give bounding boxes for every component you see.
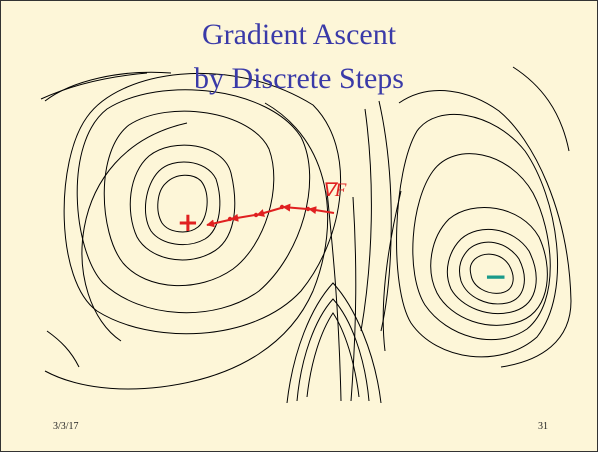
gradient-point-2 [279,204,285,210]
contour-left-2 [145,161,221,245]
contour-left-3 [129,144,236,261]
contour-left-5 [76,89,311,314]
gradient-step-1 [308,206,335,215]
contour-saddle-5 [382,190,402,352]
contour-left-4 [103,110,275,286]
contour-saddle-3 [360,108,372,332]
maximum-plus-icon: + [177,208,199,238]
contour-saddle-1 [326,190,342,402]
contour-right-5 [412,153,551,341]
slide-title-line-1: Gradient Ascent [201,18,397,51]
contour-right-6 [396,113,559,358]
contour-left-1 [157,174,208,233]
contour-bottom-3 [286,282,382,404]
gradient-label: ∇F [322,180,347,201]
gradient-step-4 [230,213,256,222]
contour-saddle-4 [378,100,392,332]
contour-right-2 [458,241,525,305]
contour-bottom-1 [306,312,360,398]
gradient-point-4 [227,216,233,222]
gradient-step-3 [256,207,282,217]
contour-right-7 [398,90,572,368]
contour-saddle-2 [350,196,357,402]
footer-date: 3/3/17 [53,421,79,432]
contour-right-3 [446,228,537,315]
contour-right-outer [512,66,570,152]
gradient-point-1 [305,206,311,212]
slide-title-line-2: by Discrete Steps [194,62,404,95]
contour-left-7 [40,72,188,368]
contour-left-6 [63,72,341,335]
footer-page-number: 31 [538,421,548,432]
gradient-step-2 [282,203,308,212]
gradient-point-3 [253,212,259,218]
contour-bottom-2 [296,298,370,402]
minimum-minus-icon: − [484,260,508,293]
contour-left-outer [44,71,329,390]
contour-right-4 [430,206,548,326]
gradient-step-5 [206,219,230,228]
contour-right-1 [469,253,514,294]
